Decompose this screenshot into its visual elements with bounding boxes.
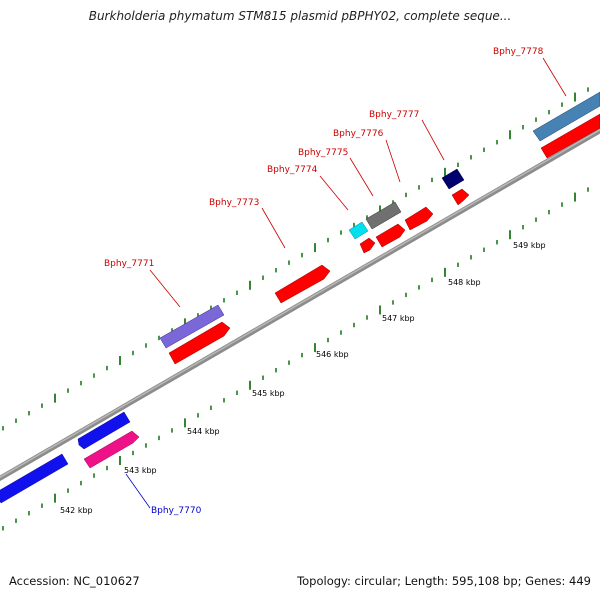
gene-feature-bphy-7778[interactable] — [532, 91, 600, 142]
sequence-backbone-highlight — [0, 128, 600, 479]
gene-label-bphy-7775[interactable]: Bphy_7775 — [298, 148, 348, 158]
connector-bphy-7778 — [542, 57, 567, 97]
gene-label-bphy-7770[interactable]: Bphy_7770 — [151, 506, 202, 516]
gene-feature-blue-1[interactable] — [0, 453, 69, 504]
gene-label-bphy-7773[interactable]: Bphy_7773 — [209, 198, 259, 208]
kbp-label-548: 548 kbp — [448, 278, 481, 287]
kbp-label-542: 542 kbp — [60, 506, 93, 515]
kbp-label-545: 545 kbp — [252, 389, 285, 398]
gene-feature-blue-2[interactable] — [77, 411, 131, 450]
gene-feature-bphy-7776[interactable] — [404, 206, 434, 231]
gene-feature-bphy-7774[interactable] — [348, 221, 369, 240]
gene-label-connectors — [125, 57, 567, 509]
connector-bphy-7770 — [125, 473, 151, 509]
gene-feature-bphy-7770[interactable] — [83, 430, 140, 469]
topology-summary: Topology: circular; Length: 595,108 bp; … — [297, 574, 591, 588]
gene-labels: Bphy_7770 Bphy_7771 Bphy_7773 Bphy_7774 … — [104, 47, 544, 516]
connector-bphy-7773 — [261, 207, 286, 249]
gene-feature-cds-5[interactable] — [540, 113, 600, 159]
gene-label-bphy-7774[interactable]: Bphy_7774 — [267, 165, 318, 175]
connector-bphy-7777 — [421, 119, 445, 161]
gene-feature-cds-3[interactable] — [375, 223, 406, 248]
gene-label-bphy-7771[interactable]: Bphy_7771 — [104, 259, 154, 269]
tick-marks — [2, 87, 589, 531]
sequence-backbone — [0, 127, 600, 482]
connector-bphy-7775 — [349, 157, 374, 197]
gene-feature-cds-1[interactable] — [168, 321, 231, 365]
kbp-label-547: 547 kbp — [382, 314, 415, 323]
kbp-label-544: 544 kbp — [187, 427, 220, 436]
accession-text: Accession: NC_010627 — [9, 574, 140, 588]
kbp-label-546: 546 kbp — [316, 350, 349, 359]
gene-feature-bphy-7777[interactable] — [441, 168, 465, 190]
connector-bphy-7776 — [385, 139, 401, 183]
kbp-label-549: 549 kbp — [513, 241, 546, 250]
gene-feature-bphy-7771[interactable] — [159, 304, 225, 349]
gene-label-bphy-7778[interactable]: Bphy_7778 — [493, 47, 544, 57]
kbp-labels: 542 kbp 543 kbp 544 kbp 545 kbp 546 kbp … — [60, 241, 546, 515]
connector-bphy-7774 — [319, 175, 349, 211]
gene-feature-cds-4[interactable] — [451, 188, 470, 206]
gene-label-bphy-7776[interactable]: Bphy_7776 — [333, 129, 384, 139]
gene-label-bphy-7777[interactable]: Bphy_7777 — [369, 110, 419, 120]
gene-feature-bphy-7773[interactable] — [274, 264, 331, 304]
kbp-label-543: 543 kbp — [124, 466, 157, 475]
gene-feature-bphy-7775[interactable] — [365, 201, 402, 230]
connector-bphy-7771 — [149, 269, 181, 308]
gene-feature-cds-2[interactable] — [359, 237, 376, 254]
map-title: Burkholderia phymatum STM815 plasmid pBP… — [88, 9, 512, 23]
gene-features — [0, 91, 600, 504]
